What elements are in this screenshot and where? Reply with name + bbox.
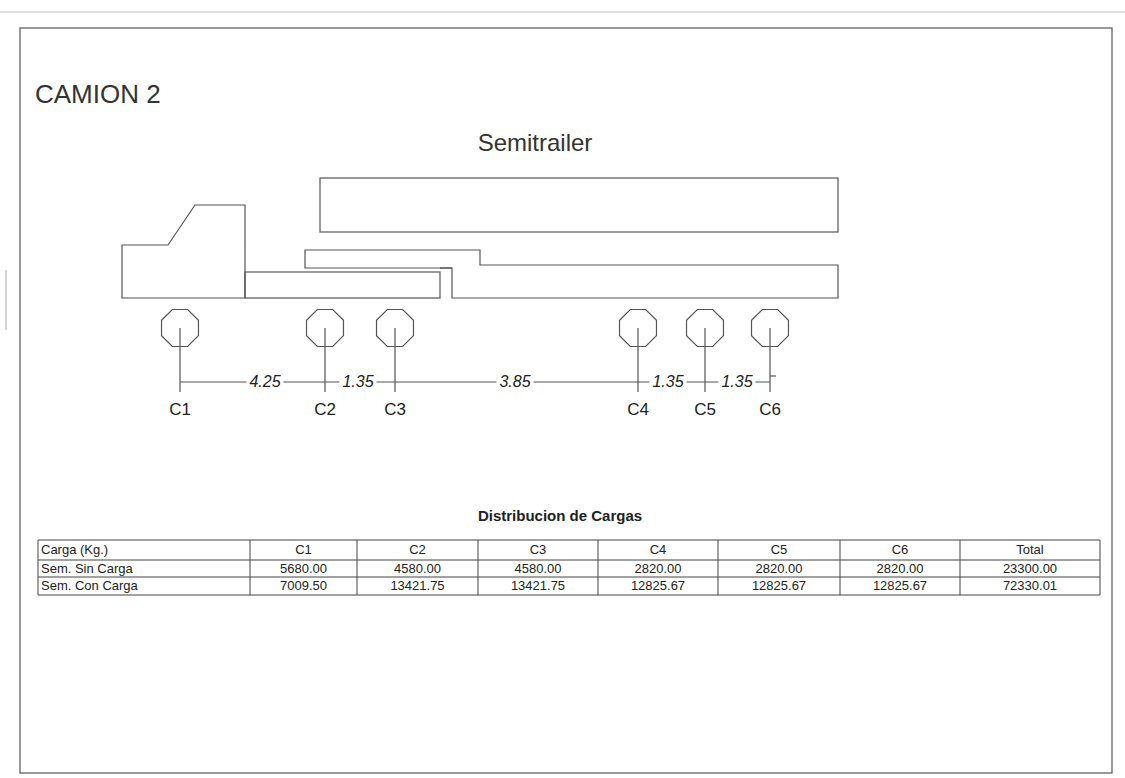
table-cell: Sem. Sin Carga — [41, 561, 133, 575]
table-cell: 13421.75 — [511, 579, 565, 593]
dimension: 3.85 — [496, 373, 533, 391]
table-cell: C4 — [650, 543, 667, 557]
table-rule — [357, 540, 358, 595]
wheels — [162, 310, 789, 392]
table-cell: 12825.67 — [873, 579, 927, 593]
table-cell: Carga (Kg.) — [41, 543, 108, 557]
axle-label: C3 — [384, 401, 406, 420]
tractor-chassis — [245, 272, 440, 298]
table-cell: 2820.00 — [877, 561, 924, 575]
table-grid — [38, 540, 1100, 595]
dimension: 1.35 — [649, 373, 686, 391]
axle-label: C1 — [169, 401, 191, 420]
dimension: 4.25 — [246, 373, 283, 391]
truck-cab — [122, 205, 245, 298]
table-cell: C1 — [295, 543, 312, 557]
table-cell: 12825.67 — [752, 579, 806, 593]
axle-label: C2 — [314, 401, 336, 420]
table-rule — [38, 577, 1100, 578]
table-cell: 13421.75 — [390, 579, 444, 593]
table-rule — [38, 560, 1100, 561]
table-cell: C3 — [530, 543, 547, 557]
axle-label: C6 — [759, 401, 781, 420]
table-cell: C2 — [409, 543, 426, 557]
table-rule — [960, 540, 961, 595]
dimension: 1.35 — [718, 373, 755, 391]
table-cell: 12825.67 — [631, 579, 685, 593]
subtitle: Semitrailer — [478, 130, 593, 156]
table-cell: 4580.00 — [515, 561, 562, 575]
table-cell: C5 — [771, 543, 788, 557]
table-cell: Sem. Con Carga — [41, 579, 138, 593]
table-rule — [38, 540, 39, 595]
table-rule — [478, 540, 479, 595]
frame — [20, 28, 1112, 773]
table-rule — [598, 540, 599, 595]
table-rule — [250, 540, 251, 595]
table-cell: 5680.00 — [280, 561, 327, 575]
trailer-box — [320, 178, 838, 232]
table-title: Distribucion de Cargas — [478, 508, 642, 525]
table-cell: 2820.00 — [756, 561, 803, 575]
table-cell: 72330.01 — [1003, 579, 1057, 593]
table-cell: 23300.00 — [1003, 561, 1057, 575]
axle-label: C5 — [694, 401, 716, 420]
table-cell: 7009.50 — [280, 579, 327, 593]
axle-label: C4 — [627, 401, 649, 420]
coupling — [440, 267, 452, 268]
table-cell: 2820.00 — [635, 561, 682, 575]
trailer-deck — [305, 250, 838, 298]
table-rule — [38, 595, 1100, 596]
dimension: 1.35 — [339, 373, 376, 391]
title: CAMION 2 — [35, 80, 161, 109]
table-cell: Total — [1016, 543, 1043, 557]
dimension-tick — [770, 375, 776, 376]
page-edge — [0, 11, 1125, 12]
page-edge — [5, 270, 6, 330]
table-rule — [718, 540, 719, 595]
table-cell: 4580.00 — [394, 561, 441, 575]
table-rule — [840, 540, 841, 595]
table-rule — [1100, 540, 1101, 595]
table-cell: C6 — [892, 543, 909, 557]
table-rule — [38, 540, 1100, 541]
